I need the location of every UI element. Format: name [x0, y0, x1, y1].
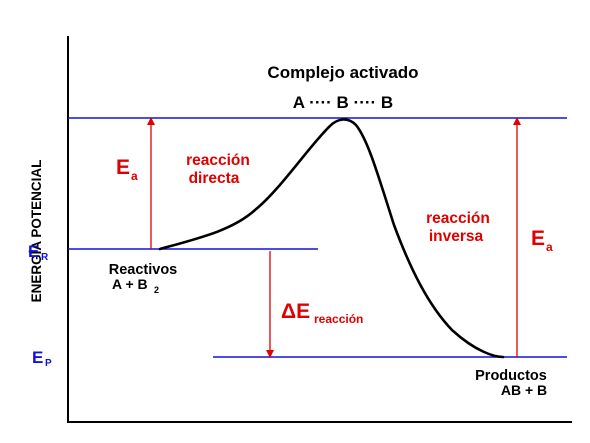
er-symbol: E — [28, 242, 39, 261]
reactants-energy-label: E R — [28, 242, 49, 263]
reactants-formula-main: A + B — [112, 276, 148, 292]
products-label: Productos — [475, 368, 547, 384]
reactants-label: Reactivos — [109, 262, 178, 278]
reaction-energy-curve — [158, 118, 505, 359]
ep-subscript: P — [45, 358, 52, 369]
products-energy-label: E P — [32, 348, 52, 369]
y-axis-label: ENERGÍA POTENCIAL — [29, 160, 44, 303]
ep-symbol: E — [32, 348, 43, 367]
forward-reaction-line2: directa — [189, 170, 240, 187]
forward-ea-label: E a — [116, 156, 138, 183]
forward-ea-subscript: a — [131, 169, 138, 183]
reverse-ea-symbol: E — [531, 227, 545, 250]
reverse-ea-label: E a — [531, 227, 553, 254]
forward-reaction-line1: reacción — [186, 152, 250, 169]
delta-e-symbol: ΔE — [281, 300, 310, 323]
forward-ea-symbol: E — [116, 156, 130, 179]
activated-complex-formula: A ···· B ···· B — [293, 93, 393, 112]
er-subscript: R — [41, 252, 49, 263]
delta-e-label: ΔE reacción — [281, 300, 363, 326]
activated-complex-title: Complejo activado — [267, 63, 418, 82]
reverse-ea-subscript: a — [546, 240, 553, 254]
reactants-formula: A + B 2 — [112, 276, 159, 295]
delta-e-subscript: reacción — [314, 312, 363, 326]
reverse-reaction-line2: inversa — [429, 228, 484, 245]
reverse-reaction-line1: reacción — [426, 210, 490, 227]
reactants-formula-subscript: 2 — [154, 285, 159, 295]
products-formula: AB + B — [501, 382, 547, 398]
